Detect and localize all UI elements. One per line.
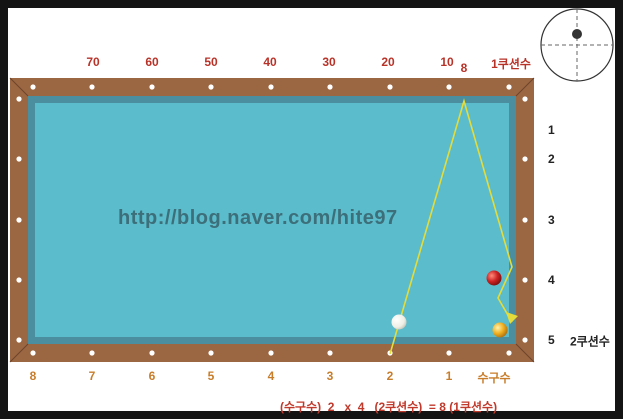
cue-ball-count-label: 수구수	[477, 371, 511, 385]
diamond-marker	[30, 350, 36, 356]
diamond-marker	[522, 277, 528, 283]
diamond-marker	[327, 84, 333, 90]
bottom-label: 8	[29, 369, 37, 383]
diamond-marker	[446, 350, 452, 356]
top-label: 50	[204, 55, 218, 69]
top-label: 30	[322, 55, 336, 69]
diamond-marker	[268, 84, 274, 90]
diamond-marker	[208, 350, 214, 356]
diamond-marker	[522, 156, 528, 162]
diamond-marker	[89, 84, 95, 90]
diamond-marker	[208, 84, 214, 90]
formula-caption: (수구수) 2 x 4 (2쿠션수) = 8 (1쿠션수)	[280, 400, 498, 414]
right-label: 1	[548, 123, 555, 137]
diamond-marker	[522, 337, 528, 343]
diamond-marker	[149, 350, 155, 356]
diamond-marker	[30, 84, 36, 90]
diamond-marker	[16, 277, 22, 283]
diamond-marker	[16, 156, 22, 162]
diamond-marker	[327, 350, 333, 356]
bottom-label: 5	[207, 369, 215, 383]
blog-watermark: http://blog.naver.com/hite97	[118, 207, 398, 229]
red-ball	[486, 270, 502, 286]
diamond-marker	[89, 350, 95, 356]
bottom-label: 6	[148, 369, 156, 383]
right-label: 4	[548, 273, 555, 287]
right-label: 3	[548, 213, 555, 227]
diamond-marker	[16, 217, 22, 223]
diamond-marker	[522, 217, 528, 223]
diamond-marker	[387, 84, 393, 90]
yellow-ball	[492, 322, 508, 338]
diamond-marker	[506, 84, 512, 90]
right-label: 5	[548, 333, 555, 347]
second-cushion-label: 2쿠션수	[570, 334, 610, 349]
first-cushion-label: 1쿠션수	[491, 57, 531, 71]
aim-cue-ball-icon	[540, 8, 614, 82]
right-label: 2	[548, 152, 555, 166]
bottom-label: 7	[88, 369, 96, 383]
diamond-marker	[16, 337, 22, 343]
diamond-marker	[16, 96, 22, 102]
top-label: 20	[381, 55, 395, 69]
diamond-marker	[149, 84, 155, 90]
bottom-label: 4	[267, 369, 275, 383]
bottom-label: 1	[445, 369, 453, 383]
top-label: 60	[145, 55, 159, 69]
diamond-marker	[522, 96, 528, 102]
bottom-label: 2	[386, 369, 394, 383]
top-label: 40	[263, 55, 277, 69]
top-label: 10	[440, 55, 454, 69]
bottom-label: 3	[326, 369, 334, 383]
top-label: 70	[86, 55, 100, 69]
rail-diamonds	[16, 84, 528, 356]
diamond-marker	[446, 84, 452, 90]
shot-path	[389, 98, 513, 355]
diamond-marker	[268, 350, 274, 356]
white-ball	[391, 314, 407, 330]
path-arrow-head	[506, 312, 518, 324]
rail-corners	[9, 77, 535, 363]
diamond-marker	[506, 350, 512, 356]
first-cushion-value: 8	[460, 61, 468, 75]
